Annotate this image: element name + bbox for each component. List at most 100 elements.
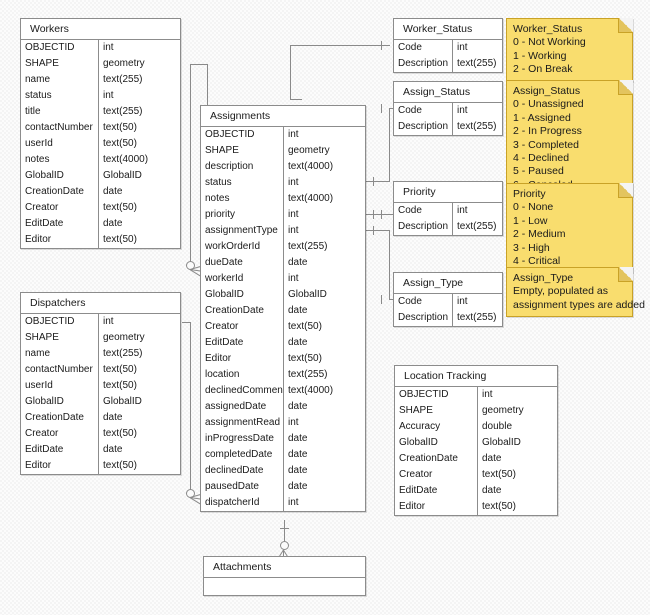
one-tick-assignments-priority — [373, 210, 374, 219]
column-field-type: geometry — [103, 58, 145, 69]
connector-assign-status-stub — [389, 108, 396, 109]
column-field-type: text(255) — [288, 369, 328, 380]
column-field-name: CreationDate — [21, 184, 99, 200]
table-title: Dispatchers — [21, 293, 180, 314]
table-title: Priority — [394, 182, 502, 203]
column-field-name: Code — [394, 203, 453, 219]
column-field-type: int — [103, 316, 114, 327]
column-field-type: date — [103, 444, 123, 455]
column-field-name: Description — [394, 310, 453, 326]
connector-assign-status-horizontal — [366, 181, 390, 182]
column-field-type: date — [103, 186, 123, 197]
column-field-name: Code — [394, 103, 453, 119]
column-field-name: Code — [394, 294, 453, 310]
column-field-name: workOrderId — [201, 239, 284, 255]
column-field-type: text(255) — [103, 106, 143, 117]
column-field-type: text(255) — [103, 74, 143, 85]
note-line: 2 - In Progress — [513, 125, 582, 138]
column-field-type: int — [288, 225, 299, 236]
note-title: Assign_Type — [513, 272, 574, 284]
connector-assign-type-stub — [389, 299, 396, 300]
column-field-type: double — [482, 421, 513, 432]
note-line: 1 - Low — [513, 214, 548, 227]
column-field-type: text(255) — [457, 312, 497, 323]
column-field-type: date — [103, 218, 123, 229]
note-title: Assign_Status — [513, 85, 581, 97]
column-field-type: text(4000) — [288, 193, 334, 204]
column-field-name: SHAPE — [21, 330, 99, 346]
column-field-type: date — [288, 257, 308, 268]
column-field-name: declinedDate — [201, 463, 284, 479]
table-row: EditDate date — [21, 442, 180, 458]
column-field-name: Description — [394, 219, 453, 235]
column-field-type: text(50) — [103, 364, 137, 375]
column-field-name — [204, 578, 365, 595]
table-row: Description text(255) — [394, 310, 502, 326]
table-attachments[interactable]: Attachments — [203, 556, 366, 596]
column-field-name: OBJECTID — [21, 314, 99, 330]
note-line: assignment types are added — [513, 298, 645, 311]
column-field-type: int — [288, 417, 299, 428]
one-tick-assign-status — [381, 104, 382, 113]
one-tick-assignments-attachments — [280, 528, 289, 529]
column-field-type: text(50) — [482, 469, 516, 480]
zero-circle-assignments-attachments — [280, 541, 289, 550]
note-line: 0 - Not Working — [513, 36, 586, 49]
column-field-type: text(4000) — [288, 161, 334, 172]
column-field-name: GlobalID — [21, 394, 99, 410]
column-field-type: geometry — [482, 405, 524, 416]
column-field-type: int — [457, 205, 468, 216]
column-field-name: EditDate — [21, 442, 99, 458]
column-field-name: assignmentType — [201, 223, 284, 239]
note-fold-corner — [618, 18, 633, 33]
column-field-name: GlobalID — [201, 287, 284, 303]
column-field-name: name — [21, 72, 99, 88]
one-tick-assign-type — [381, 295, 382, 304]
note-fold-corner — [618, 267, 633, 282]
table-rows — [204, 578, 365, 595]
one-tick-priority — [381, 210, 382, 219]
column-field-type: int — [103, 42, 114, 53]
note-line: Empty, populated as — [513, 285, 608, 298]
note-title: Worker_Status — [513, 23, 583, 35]
connector-dispatchers-assignments-vertical — [190, 322, 191, 490]
column-field-name: userId — [21, 136, 99, 152]
column-field-name: Description — [394, 119, 453, 135]
column-field-name: contactNumber — [21, 362, 99, 378]
column-field-name: notes — [21, 152, 99, 168]
